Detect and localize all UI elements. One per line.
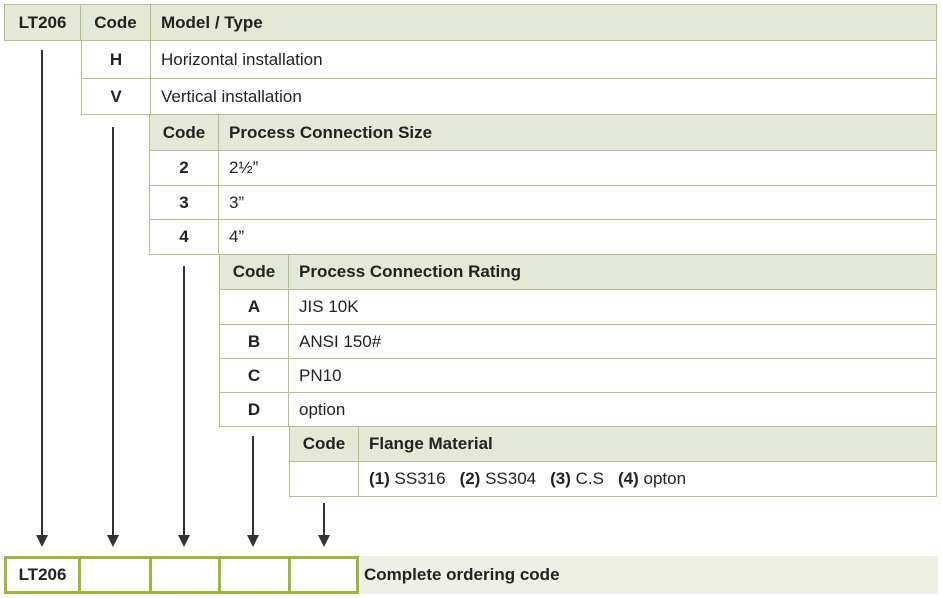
size-code-3: 3 [149, 186, 219, 220]
flange-code-empty [289, 462, 359, 497]
size-code-4: 4 [149, 220, 219, 255]
arrow-prefix [36, 50, 48, 547]
model-code-v: V [81, 79, 151, 115]
rating-desc-b: ANSI 150# [289, 325, 937, 359]
model-code-header: Code [81, 4, 151, 41]
flange-options: (1) SS316 (2) SS304 (3) C.S (4) opton [359, 462, 937, 497]
rating-code-b: B [219, 325, 289, 359]
size-header: Process Connection Size [219, 115, 937, 151]
arrow-size [178, 266, 190, 547]
ordering-prefix-box: LT206 [4, 556, 81, 594]
ordering-rating-box [218, 556, 291, 594]
rating-code-c: C [219, 359, 289, 393]
size-desc-3: 3” [219, 186, 937, 220]
flange-option-4: (4) opton [617, 469, 687, 488]
flange-option-3: (3) C.S [550, 469, 604, 488]
size-desc-2: 2½” [219, 151, 937, 186]
ordering-size-box [149, 556, 221, 594]
arrow-model [107, 127, 119, 547]
model-type-header: Model / Type [151, 4, 937, 41]
flange-code-header: Code [289, 427, 359, 462]
size-desc-4: 4” [219, 220, 937, 255]
arrow-flange [318, 503, 330, 547]
flange-option-2: (2) SS304 [459, 469, 537, 488]
prefix-header: LT206 [4, 4, 81, 41]
model-desc-v: Vertical installation [151, 79, 937, 115]
size-code-2: 2 [149, 151, 219, 186]
flange-header: Flange Material [359, 427, 937, 462]
rating-code-a: A [219, 290, 289, 325]
rating-code-header: Code [219, 255, 289, 290]
ordering-model-box [78, 556, 152, 594]
model-code-h: H [81, 41, 151, 79]
ordering-code-label: Complete ordering code [358, 556, 938, 594]
model-desc-h: Horizontal installation [151, 41, 937, 79]
rating-desc-c: PN10 [289, 359, 937, 393]
rating-desc-d: option [289, 393, 937, 427]
size-code-header: Code [149, 115, 219, 151]
arrow-rating [247, 436, 259, 547]
rating-desc-a: JIS 10K [289, 290, 937, 325]
rating-code-d: D [219, 393, 289, 427]
ordering-flange-box [288, 556, 359, 594]
flange-option-1: (1) SS316 [369, 469, 446, 488]
rating-header: Process Connection Rating [289, 255, 937, 290]
